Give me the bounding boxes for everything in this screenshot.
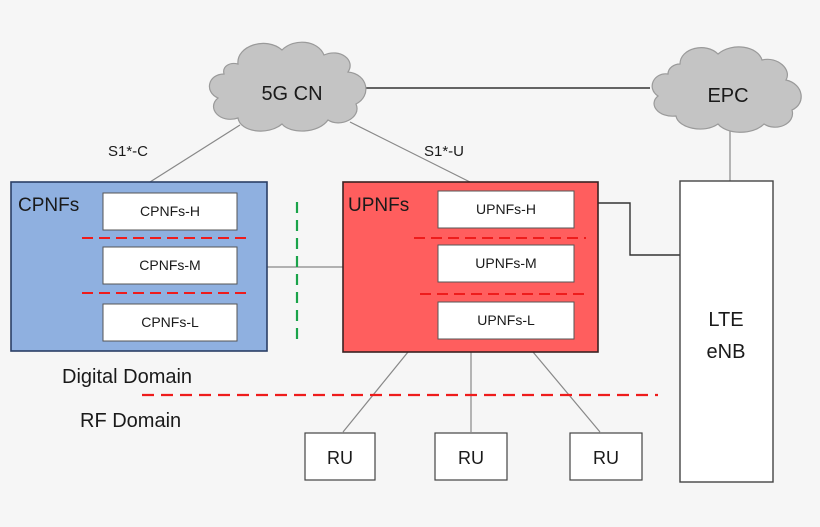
lte-label: LTE xyxy=(708,309,743,331)
radio-unit-1-box xyxy=(304,432,376,481)
cpnfs-h-label: CPNFs-H xyxy=(140,203,200,219)
upnfs-title: UPNFs xyxy=(348,195,409,216)
cpnfs-title: CPNFs xyxy=(18,195,79,216)
link-core-to-upnfs xyxy=(349,121,471,183)
cpnfs-m-label: CPNFs-M xyxy=(139,257,200,273)
radio-unit-1-label: RU xyxy=(327,448,353,468)
lte-enb-box-group: LTE eNB xyxy=(679,180,774,483)
link-upnfs-h-to-enb xyxy=(598,202,680,256)
rf-domain-label: RF Domain xyxy=(80,410,181,432)
upnfs-m-label: UPNFs-M xyxy=(475,255,536,271)
radio-unit-1: RU xyxy=(304,432,376,481)
link-upnfs-to-ru-3 xyxy=(532,351,601,433)
core-network-label: 5G CN xyxy=(261,83,322,105)
upnfs-group: UPNFs UPNFs-H UPNFs-M UPNFs-L xyxy=(342,181,599,353)
cpnfs-h-box xyxy=(102,192,238,231)
s1-u-label: S1*-U xyxy=(424,143,464,160)
enb-label: eNB xyxy=(707,341,746,363)
link-upnfs-to-ru-1 xyxy=(342,351,409,433)
s1-c-label: S1*-C xyxy=(108,143,148,160)
cpnfs-group: CPNFs CPNFs-H CPNFs-M CPNFs-L xyxy=(10,181,268,352)
cpnfs-l-box xyxy=(102,303,238,342)
upnfs-h-label: UPNFs-H xyxy=(476,201,536,217)
radio-unit-3-label: RU xyxy=(593,448,619,468)
upnfs-m-box xyxy=(437,244,575,283)
epc-label: EPC xyxy=(707,85,748,107)
upnfs-h-box xyxy=(437,190,575,229)
upnfs-l-box xyxy=(437,301,575,340)
link-core-to-cpnfs xyxy=(149,124,241,183)
radio-unit-2-label: RU xyxy=(458,448,484,468)
upnfs-l-label: UPNFs-L xyxy=(477,312,535,328)
core-network-cloud: 5G CN xyxy=(208,41,367,132)
epc-cloud: EPC xyxy=(651,46,802,133)
radio-unit-2-box xyxy=(434,432,508,481)
radio-unit-3-box xyxy=(569,432,643,481)
lte-enb-box xyxy=(679,180,774,483)
radio-unit-2: RU xyxy=(434,432,508,481)
digital-domain-label: Digital Domain xyxy=(62,366,192,388)
cloud-epc-shape xyxy=(651,46,802,133)
cpnfs-m-box xyxy=(102,246,238,285)
radio-unit-3: RU xyxy=(569,432,643,481)
cloud-core-shape xyxy=(208,41,367,132)
cpnfs-l-label: CPNFs-L xyxy=(141,314,199,330)
